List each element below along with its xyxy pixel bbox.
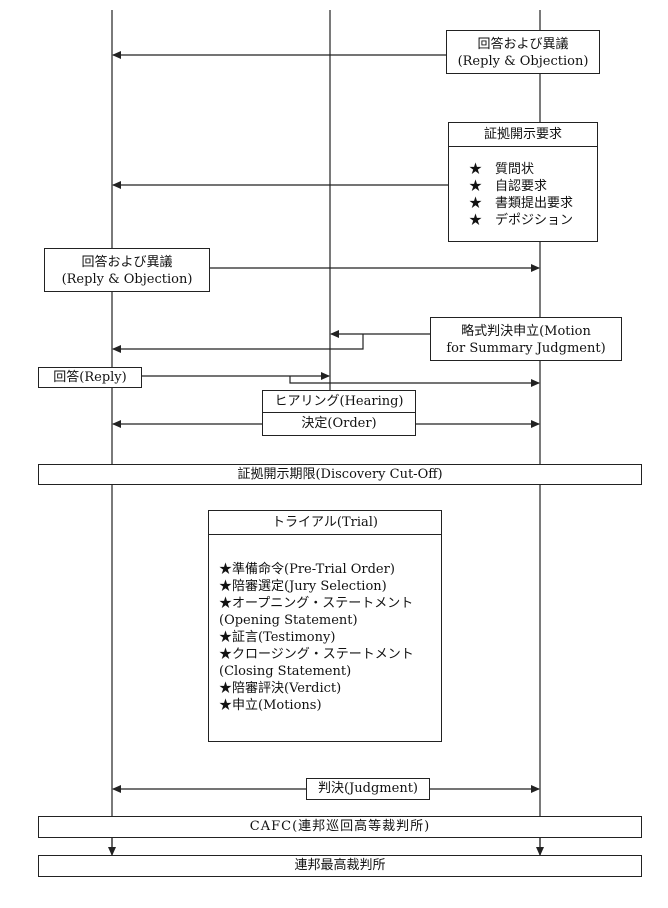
reply-box: 回答(Reply) (38, 367, 142, 388)
summary-judgment-line1: 略式判決申立(Motion (461, 324, 591, 339)
discovery-request-title: 証拠開示要求 (449, 123, 597, 147)
reply-objection-box-2: 回答および異議 (Reply & Objection) (44, 248, 210, 292)
cafc-bar: CAFC(連邦巡回高等裁判所) (38, 816, 642, 838)
discovery-request-box: 証拠開示要求 ★ 質問状 ★ 自認要求 ★ 書類提出要求 ★ デポジション (448, 122, 598, 242)
trial-item: ★オープニング・ステートメント (219, 596, 414, 611)
arrow-reply-to-right (289, 376, 540, 387)
hearing-label: ヒアリング(Hearing) (263, 391, 415, 413)
reply-label: 回答(Reply) (53, 370, 127, 385)
trial-item: ★陪審評決(Verdict) (219, 681, 342, 696)
order-label: 決定(Order) (301, 416, 377, 431)
trial-box: トライアル(Trial) ★準備命令(Pre-Trial Order) ★陪審選… (208, 510, 442, 742)
reply-objection-2-en: (Reply & Objection) (61, 272, 193, 287)
discovery-item: ★ デポジション (469, 213, 574, 228)
discovery-request-items: ★ 質問状 ★ 自認要求 ★ 書類提出要求 ★ デポジション (449, 147, 597, 229)
supreme-court-bar: 連邦最高裁判所 (38, 855, 642, 877)
discovery-cutoff-bar: 証拠開示期限(Discovery Cut-Off) (38, 464, 642, 485)
discovery-item: ★ 書類提出要求 (469, 196, 574, 211)
trial-item: ★準備命令(Pre-Trial Order) (219, 562, 395, 577)
trial-item: ★証言(Testimony) (219, 630, 336, 645)
summary-judgment-box: 略式判決申立(Motion for Summary Judgment) (430, 317, 622, 361)
hearing-order-box: ヒアリング(Hearing) 決定(Order) (262, 390, 416, 436)
discovery-item: ★ 自認要求 (469, 179, 548, 194)
trial-item: (Closing Statement) (219, 664, 352, 679)
arrow-summary-to-left (112, 334, 364, 353)
reply-objection-1-jp: 回答および異議 (477, 37, 569, 52)
cafc-label: CAFC(連邦巡回高等裁判所) (249, 819, 431, 834)
trial-item: ★申立(Motions) (219, 698, 322, 713)
judgment-label: 判決(Judgment) (318, 781, 418, 796)
reply-objection-box-1: 回答および異議 (Reply & Objection) (446, 30, 600, 74)
summary-judgment-line2: for Summary Judgment) (446, 341, 606, 356)
trial-title: トライアル(Trial) (209, 511, 441, 535)
reply-objection-1-en: (Reply & Objection) (457, 54, 589, 69)
trial-item: (Opening Statement) (219, 613, 358, 628)
reply-objection-2-jp: 回答および異議 (81, 255, 173, 270)
supreme-court-label: 連邦最高裁判所 (294, 858, 386, 873)
trial-item: ★陪審選定(Jury Selection) (219, 579, 387, 594)
discovery-cutoff-label: 証拠開示期限(Discovery Cut-Off) (237, 467, 443, 482)
judgment-box: 判決(Judgment) (306, 778, 430, 800)
trial-item: ★クロージング・ステートメント (219, 647, 414, 662)
discovery-item: ★ 質問状 (469, 162, 535, 177)
trial-items: ★準備命令(Pre-Trial Order) ★陪審選定(Jury Select… (209, 535, 441, 714)
